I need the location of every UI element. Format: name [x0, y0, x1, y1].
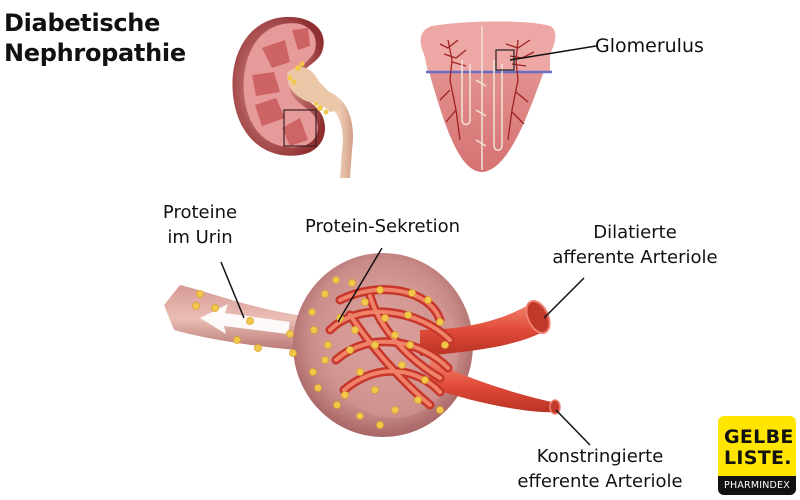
label-konstringierte-line-1: Konstringierte [536, 446, 664, 467]
renal-section-illustration [420, 21, 597, 172]
label-dilatierte-line-2: afferente Arteriole [552, 247, 718, 268]
label-proteine-im-urin: Proteine im Urin [150, 200, 250, 250]
label-glomerulus: Glomerulus [595, 35, 704, 57]
logo-pharmindex-bar: PHARMINDEX [718, 476, 796, 495]
leader-lines [220, 247, 591, 446]
label-konstringierte-efferente-arteriole: Konstringierte efferente Arteriole [495, 444, 705, 494]
label-proteine-line-1: Proteine [162, 202, 238, 223]
glomerulus-illustration [164, 253, 561, 437]
logo-line-1: GELBE [724, 426, 794, 448]
logo-line-2: LISTE. [724, 447, 792, 469]
title-line-2: Nephropathie [4, 39, 186, 67]
page-title: Diabetische Nephropathie [4, 8, 186, 68]
label-dilatierte-line-1: Dilatierte [593, 222, 677, 243]
gelbe-liste-logo: GELBE LISTE. PHARMINDEX [718, 416, 796, 495]
kidney-illustration [232, 16, 354, 178]
label-konstringierte-line-2: efferente Arteriole [517, 471, 683, 492]
label-protein-sekretion: Protein-Sekretion [305, 216, 461, 237]
label-dilatierte-afferente-arteriole: Dilatierte afferente Arteriole [530, 220, 740, 270]
label-proteine-line-2: im Urin [167, 227, 233, 248]
title-line-1: Diabetische [4, 9, 161, 37]
